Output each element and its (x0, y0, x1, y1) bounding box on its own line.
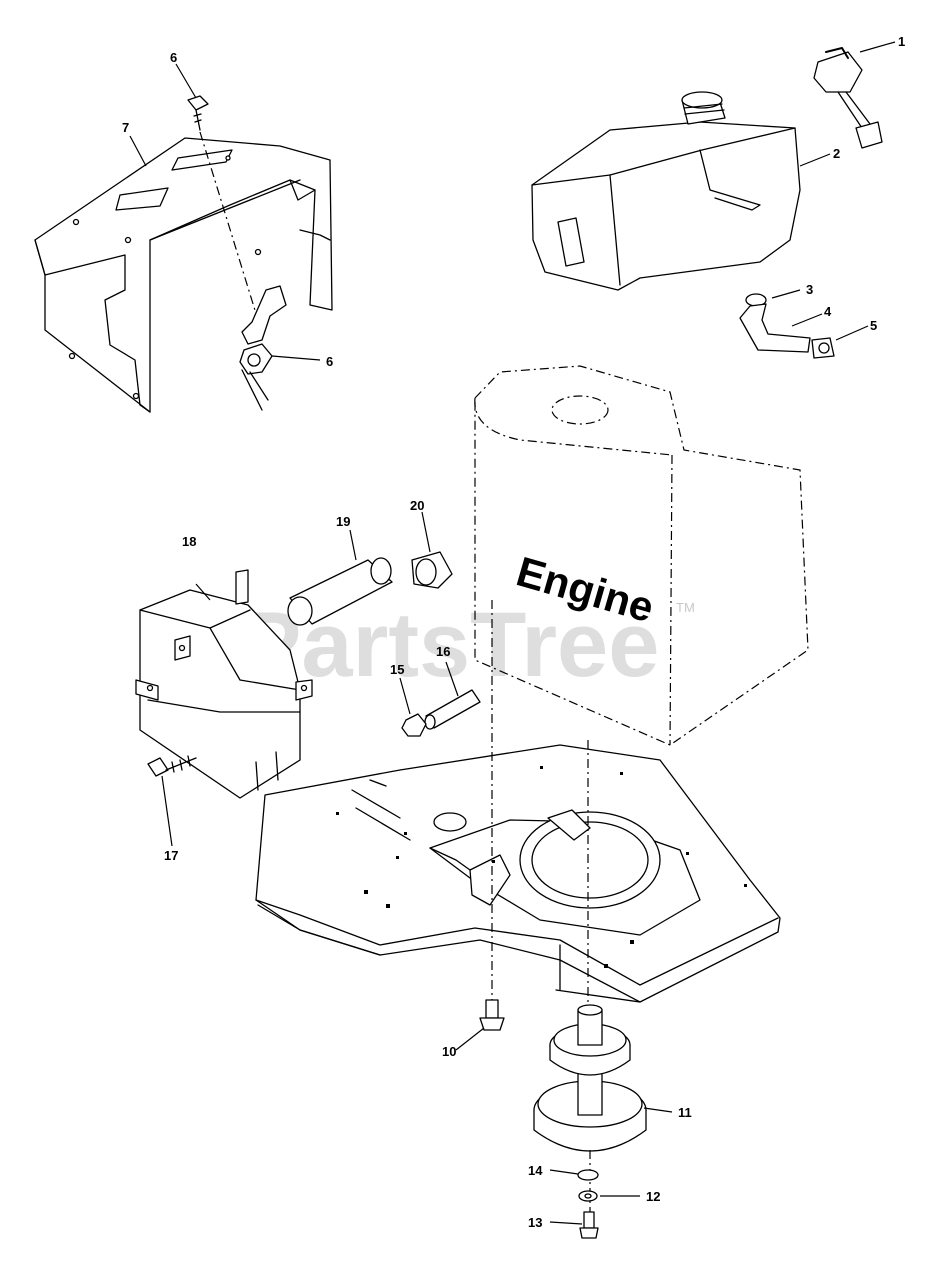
leader-lines (129, 41, 896, 1225)
callout-20: 20 (410, 498, 424, 513)
fuel-cap-part (813, 47, 883, 149)
exhaust-nipple-part (401, 689, 481, 737)
callout-12: 12 (646, 1189, 660, 1204)
exhaust-pipe-part (287, 557, 393, 626)
callout-7: 7 (122, 120, 129, 135)
callout-18: 18 (182, 534, 196, 549)
callout-1: 1 (898, 34, 905, 49)
bolt-part-10 (479, 600, 505, 1031)
callout-4: 4 (824, 304, 832, 319)
pulley-hardware-part (577, 1150, 599, 1239)
fuel-tank-part (531, 91, 801, 291)
callout-17: 17 (164, 848, 178, 863)
callout-13: 13 (528, 1215, 542, 1230)
callout-3: 3 (806, 282, 813, 297)
pulley-part (533, 740, 647, 1152)
callout-19: 19 (336, 514, 350, 529)
exhaust-clamp-part (411, 551, 453, 589)
callout-2: 2 (833, 146, 840, 161)
bolt-part-17 (147, 755, 197, 777)
callout-5: 5 (870, 318, 877, 333)
callout-11: 11 (678, 1105, 692, 1120)
throttle-bracket-part (239, 285, 287, 411)
callout-16: 16 (436, 644, 450, 659)
callout-10: 10 (442, 1044, 456, 1059)
callout-6-bracket: 6 (326, 354, 333, 369)
watermark-tm: TM (676, 600, 695, 615)
callout-labels: 1 2 3 4 5 6 7 6 10 11 12 13 14 15 16 17 … (122, 34, 905, 1230)
fuel-line-part (739, 293, 835, 359)
frame-part (255, 744, 781, 1003)
dash-panel-part (34, 137, 333, 413)
muffler-shield-part (135, 569, 313, 799)
callout-6-screw: 6 (170, 50, 177, 65)
callout-15: 15 (390, 662, 404, 677)
screw-part-6 (187, 95, 259, 321)
callout-14: 14 (528, 1163, 543, 1178)
